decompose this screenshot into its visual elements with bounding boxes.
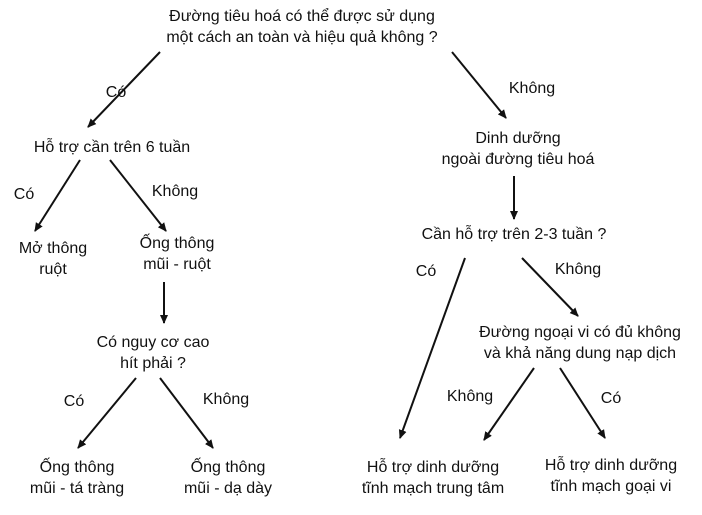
node-aspiration-risk: Có nguy cơ cao hít phải ? bbox=[96, 334, 210, 372]
edge-label-peripheral-yes: Có bbox=[600, 390, 622, 407]
arrow-root-to-parenteral bbox=[451, 51, 507, 119]
node-nasoenteric-tube: Ống thông mũi - ruột bbox=[139, 235, 215, 273]
node-nasogastric-tube: Ống thông mũi - dạ dày bbox=[183, 459, 273, 497]
arrow-peripheral-q-to-peripheral-pn bbox=[559, 367, 606, 439]
arrow-peripheral-q-to-central bbox=[483, 367, 535, 441]
node-peripheral-access-question: Đường ngoại vi có đủ không và khả năng d… bbox=[479, 324, 681, 362]
node-nasoduodenal-tube: Ống thông mũi - tá tràng bbox=[29, 459, 125, 497]
arrow-aspiration-to-nasogastric bbox=[159, 377, 214, 449]
node-support-over-6-weeks: Hỗ trợ cần trên 6 tuần bbox=[33, 139, 191, 156]
edge-label-s23-yes: Có bbox=[415, 263, 437, 280]
edge-label-aspiration-no: Không bbox=[202, 391, 250, 408]
node-parenteral-nutrition: Dinh dưỡng ngoài đường tiêu hoá bbox=[441, 130, 595, 168]
edge-label-s6-no: Không bbox=[151, 183, 199, 200]
edge-label-root-yes: Có bbox=[105, 84, 127, 101]
arrow-support-2-3w-to-peripheral-q bbox=[521, 257, 579, 317]
arrow-support-6w-to-gastrostomy bbox=[34, 159, 81, 232]
edge-label-s23-no: Không bbox=[554, 261, 602, 278]
node-central-parenteral-nutrition: Hỗ trợ dinh dưỡng tĩnh mạch trung tâm bbox=[361, 459, 505, 497]
arrow-root-to-support-6w bbox=[87, 51, 161, 128]
edge-label-peripheral-no: Không bbox=[446, 388, 494, 405]
edge-label-aspiration-yes: Có bbox=[63, 393, 85, 410]
node-root-question: Đường tiêu hoá có thể được sử dụng một c… bbox=[166, 8, 438, 46]
arrow-support-6w-to-nasoenteric bbox=[109, 159, 167, 232]
node-peripheral-parenteral-nutrition: Hỗ trợ dinh dưỡng tĩnh mạch goại vi bbox=[544, 457, 678, 495]
edge-label-root-no: Không bbox=[508, 80, 556, 97]
edge-label-s6-yes: Có bbox=[13, 186, 35, 203]
node-gastrostomy: Mở thông ruột bbox=[18, 240, 88, 278]
arrow-aspiration-to-nasoduodenal bbox=[77, 377, 137, 449]
node-support-over-2-3-weeks: Cần hỗ trợ trên 2-3 tuần ? bbox=[421, 226, 607, 243]
arrow-support-2-3w-to-central bbox=[398, 257, 466, 439]
